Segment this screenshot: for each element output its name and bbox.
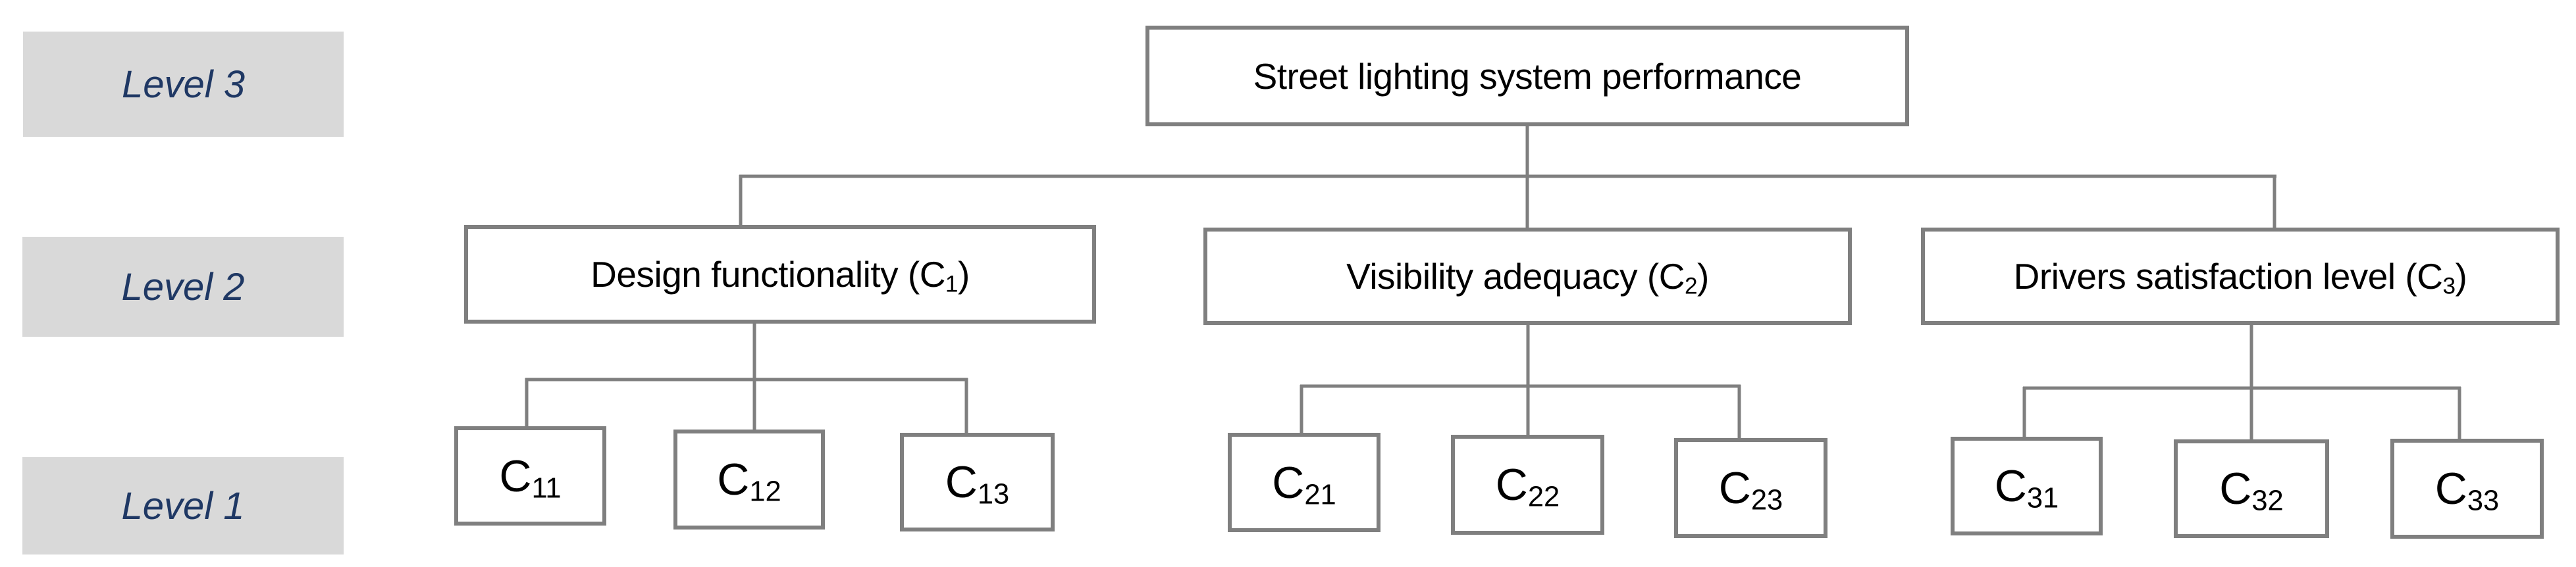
- subcriterion-c23-label: C23: [1719, 462, 1783, 514]
- criterion-c1-label-subscript: 1: [945, 271, 959, 297]
- subcriterion-c11-base: C: [499, 451, 532, 501]
- subcriterion-c12-subscript: 12: [749, 476, 781, 508]
- subcriterion-c23-subscript: 23: [1750, 484, 1783, 516]
- criterion-c3-label-text: Drivers satisfaction level (C: [2013, 256, 2443, 297]
- criterion-c1-label-text: Design functionality (C: [591, 254, 945, 295]
- subcriterion-c33-label: C33: [2434, 463, 2500, 517]
- subcriterion-c21-subscript: 21: [1304, 479, 1336, 511]
- subcriterion-box-c22: C22: [1451, 435, 1604, 535]
- subcriterion-box-c21: C21: [1228, 433, 1380, 532]
- subcriterion-c31-base: C: [1994, 461, 2027, 511]
- criterion-c2-label-close: ): [1697, 256, 1709, 297]
- subcriterion-c31-subscript: 31: [2026, 482, 2059, 514]
- subcriterion-c22-subscript: 22: [1527, 481, 1560, 513]
- subcriterion-c21-label: C21: [1272, 457, 1336, 511]
- subcriterion-c13-base: C: [945, 457, 978, 507]
- subcriterion-c32-base: C: [2219, 464, 2252, 514]
- criterion-c2-label-subscript: 2: [1684, 273, 1698, 299]
- subcriterion-c21-base: C: [1272, 457, 1305, 508]
- criterion-box-c1: Design functionality (C1): [464, 225, 1096, 324]
- subcriterion-c12-label: C12: [717, 454, 781, 508]
- criterion-c1-label: Design functionality (C1): [591, 253, 970, 297]
- subcriterion-c32-label: C32: [2219, 463, 2284, 517]
- subcriterion-box-c33: C33: [2390, 439, 2544, 539]
- level-3-label-text: Level 3: [121, 62, 246, 106]
- criterion-c2-label: Visibility adequacy (C2): [1346, 255, 1709, 299]
- subcriterion-c11-subscript: 11: [531, 472, 562, 505]
- level-3-label: Level 3: [23, 32, 344, 137]
- goal-box-label: Street lighting system performance: [1253, 55, 1802, 97]
- subcriterion-box-c13: C13: [900, 433, 1055, 531]
- level-1-label: Level 1: [22, 457, 344, 555]
- level-2-label-text: Level 2: [121, 265, 245, 308]
- level-2-label: Level 2: [22, 237, 344, 337]
- subcriterion-c11-label: C11: [499, 451, 562, 505]
- subcriterion-box-c11: C11: [454, 426, 606, 526]
- subcriterion-box-c23: C23: [1674, 438, 1827, 538]
- subcriterion-box-c31: C31: [1951, 437, 2103, 535]
- subcriterion-c22-label: C22: [1495, 459, 1560, 513]
- criterion-box-c3: Drivers satisfaction level (C3): [1921, 228, 2560, 325]
- subcriterion-c33-base: C: [2434, 464, 2467, 514]
- level-1-label-text: Level 1: [121, 484, 245, 528]
- criterion-c3-label: Drivers satisfaction level (C3): [2013, 255, 2467, 299]
- subcriterion-box-c12: C12: [673, 430, 825, 530]
- subcriterion-c22-base: C: [1495, 460, 1528, 510]
- criterion-c3-label-subscript: 3: [2442, 273, 2456, 299]
- criterion-box-c2: Visibility adequacy (C2): [1203, 228, 1852, 325]
- subcriterion-c32-subscript: 32: [2251, 485, 2284, 517]
- goal-box: Street lighting system performance: [1145, 26, 1909, 126]
- criterion-c2-label-text: Visibility adequacy (C: [1346, 256, 1685, 297]
- subcriterion-c13-subscript: 13: [977, 478, 1010, 510]
- criterion-c1-label-close: ): [958, 254, 970, 295]
- subcriterion-c12-base: C: [717, 455, 750, 505]
- subcriterion-c13-label: C13: [945, 456, 1010, 508]
- subcriterion-c31-label: C31: [1995, 460, 2059, 512]
- criterion-c3-label-close: ): [2455, 256, 2467, 297]
- subcriterion-box-c32: C32: [2174, 439, 2329, 538]
- subcriterion-c23-base: C: [1718, 463, 1751, 513]
- subcriterion-c33-subscript: 33: [2467, 485, 2500, 517]
